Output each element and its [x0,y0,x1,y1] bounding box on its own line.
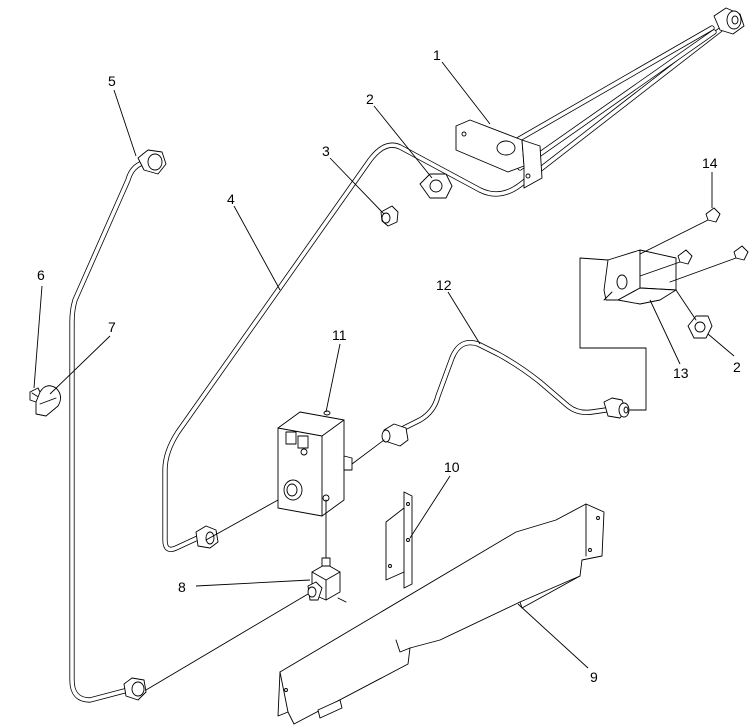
bracket-1 [455,119,543,189]
tube-12-end-fitting [603,397,630,419]
callout-8: 8 [178,579,186,595]
callout-1: 1 [433,47,441,63]
hex-nut-2-upper [419,173,453,199]
gas-tube-12 [401,340,609,431]
gas-tube-4 [162,27,723,552]
callout-11: 11 [332,327,347,343]
callout-2-right: 2 [733,359,741,375]
orifice-3 [380,205,399,227]
valve-inlet-fitting [381,423,409,447]
bracket-13 [603,249,677,305]
leader-lines [33,61,735,669]
top-right-fitting [713,7,745,35]
callout-12: 12 [436,277,452,293]
callout-7: 7 [108,319,116,335]
tube-5-bottom-nut [123,677,147,701]
gas-tube-5 [69,159,149,703]
callout-13: 13 [673,365,689,381]
safety-valve-8 [307,557,347,603]
callout-2-upper: 2 [366,91,374,107]
screws-14 [639,207,749,283]
panel-9 [277,503,605,725]
valve-outlet-fitting [195,525,219,549]
callout-3: 3 [322,143,330,159]
callout-6: 6 [37,267,45,283]
clamp-7 [35,385,61,417]
callout-labels: 1 2 2 3 4 5 6 7 8 9 10 11 12 13 14 [37,47,741,685]
callout-10: 10 [444,459,460,475]
callout-9: 9 [590,669,598,685]
hex-nut-2-right [687,315,713,339]
callout-4: 4 [227,191,235,207]
tube-5-top-nut [137,149,167,175]
callout-14: 14 [702,155,718,171]
upper-tube-pair [497,25,717,171]
bracket-10 [385,491,413,589]
valve-11 [277,410,353,517]
callout-5: 5 [108,73,116,89]
